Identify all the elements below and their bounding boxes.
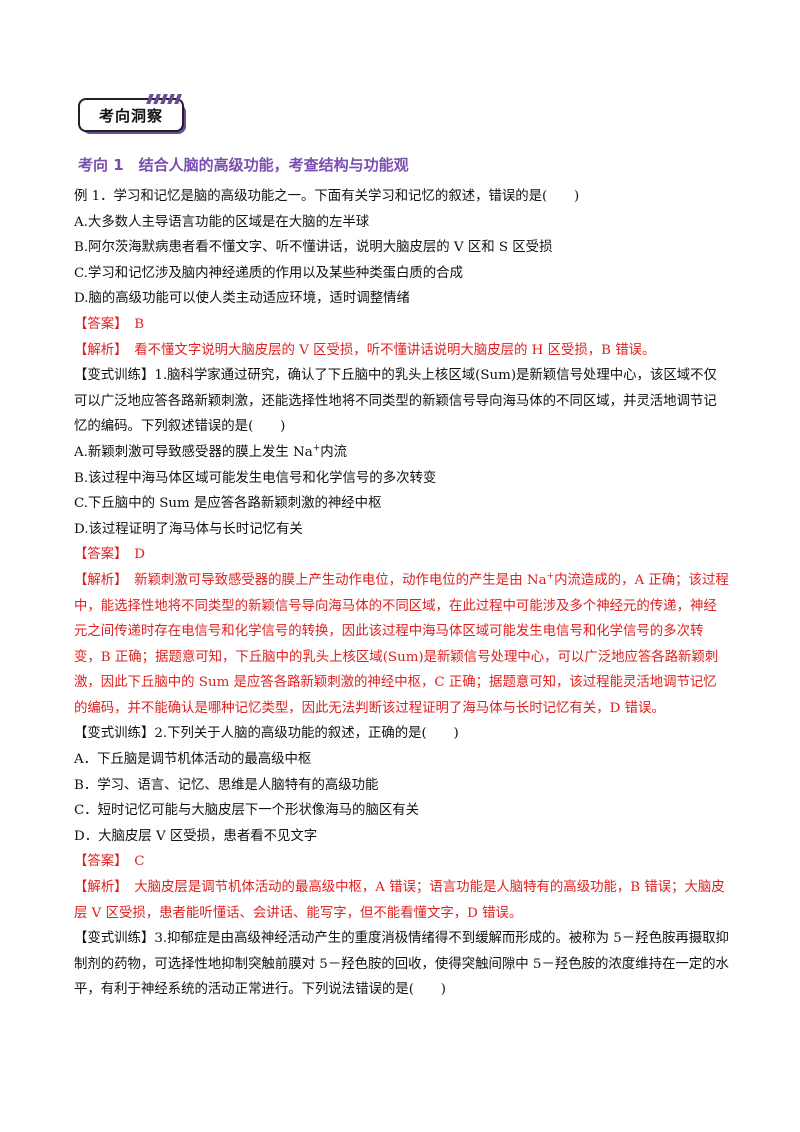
option-c: C.下丘脑中的 Sum 是应答各路新颖刺激的神经中枢	[74, 496, 382, 512]
answer-value: D	[134, 547, 146, 563]
question-stem: 【变式训练】1.脑科学家通过研究，确认了下丘脑中的乳头上核区域(Sum)是新颖信…	[74, 368, 717, 435]
question-stem: 例 1．学习和记忆是脑的高级功能之一。下面有关学习和记忆的叙述，错误的是( )	[74, 189, 580, 204]
badge-label: 考向洞察	[78, 98, 184, 132]
analysis-label: 【解析】	[74, 572, 121, 588]
badge-stripes	[146, 94, 182, 104]
analysis-label: 【解析】	[74, 342, 121, 358]
answer-label: 【答案】	[74, 316, 121, 332]
answer-label: 【答案】	[74, 547, 121, 563]
analysis-line: 【解析】 看不懂文字说明大脑皮层的 V 区受损，听不懂讲话说明大脑皮层的 H 区…	[74, 338, 729, 364]
answer-value: B	[134, 316, 145, 332]
option-a: A．下丘脑是调节机体活动的最高级中枢	[74, 752, 312, 768]
section-badge: 考向洞察	[78, 94, 194, 138]
section-title: 考向 1 结合人脑的高级功能，考查结构与功能观	[78, 156, 409, 174]
option-a: A.大多数人主导语言功能的区域是在大脑的左半球	[74, 214, 370, 230]
document-body: 例 1．学习和记忆是脑的高级功能之一。下面有关学习和记忆的叙述，错误的是( ) …	[74, 184, 729, 1003]
option-c: C.学习和记忆涉及脑内神经递质的作用以及某些种类蛋白质的合成	[74, 265, 463, 281]
option-d: D.脑的高级功能可以使人类主动适应环境，适时调整情绪	[74, 291, 410, 307]
analysis-text: 看不懂文字说明大脑皮层的 V 区受损，听不懂讲话说明大脑皮层的 H 区受损，B …	[134, 342, 656, 358]
option-a: A.新颖刺激可导致感受器的膜上发生 Na+内流	[74, 443, 348, 460]
answer-line: 【答案】 B	[74, 312, 729, 338]
option-b: B.该过程中海马体区域可能发生电信号和化学信号的多次转变	[74, 470, 437, 486]
option-d: D．大脑皮层 V 区受损，患者看不见文字	[74, 828, 318, 844]
analysis-line: 【解析】 新颖刺激可导致感受器的膜上产生动作电位，动作电位的产生是由 Na+内流…	[74, 571, 729, 716]
answer-line: 【答案】 D	[74, 542, 729, 568]
question-stem: 【变式训练】3.抑郁症是由高级神经活动产生的重度消极情绪得不到缓解而形成的。被称…	[74, 931, 729, 998]
analysis-label: 【解析】	[74, 880, 121, 896]
analysis-line: 【解析】 大脑皮层是调节机体活动的最高级中枢，A 错误；语言功能是人脑特有的高级…	[74, 875, 729, 926]
answer-label: 【答案】	[74, 854, 121, 870]
option-d: D.该过程证明了海马体与长时记忆有关	[74, 521, 303, 537]
answer-line: 【答案】 C	[74, 849, 729, 875]
answer-value: C	[134, 854, 145, 870]
option-b: B．学习、语言、记忆、思维是人脑特有的高级功能	[74, 777, 379, 793]
question-stem: 【变式训练】2.下列关于人脑的高级功能的叙述，正确的是( )	[74, 726, 459, 742]
analysis-text: 大脑皮层是调节机体活动的最高级中枢，A 错误；语言功能是人脑特有的高级功能，B …	[74, 880, 725, 921]
option-c: C．短时记忆可能与大脑皮层下一个形状像海马的脑区有关	[74, 803, 420, 819]
option-b: B.阿尔茨海默病患者看不懂文字、听不懂讲话，说明大脑皮层的 V 区和 S 区受损	[74, 240, 553, 256]
